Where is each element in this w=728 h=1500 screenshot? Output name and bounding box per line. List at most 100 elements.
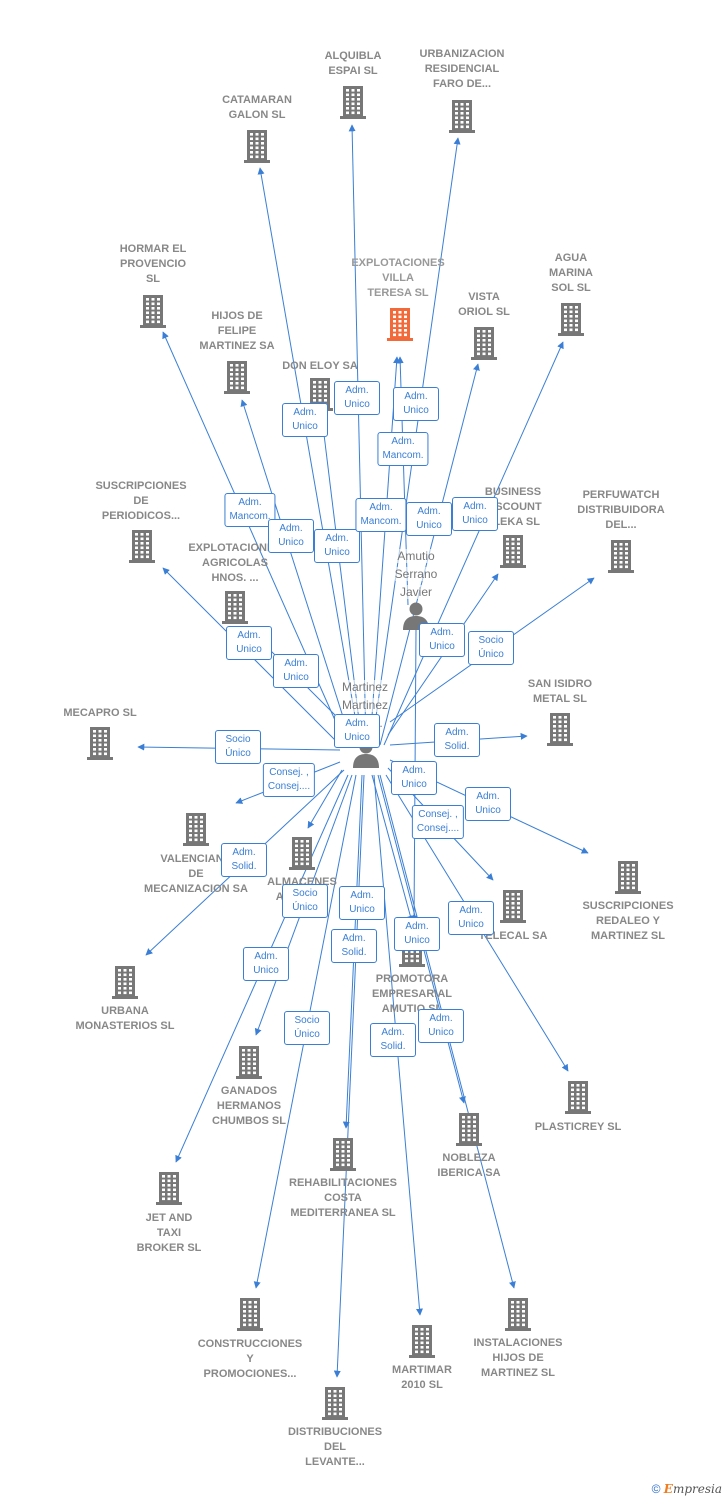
- company-node-suscripciones[interactable]: SUSCRIPCIONES DE PERIODICOS...: [71, 479, 211, 524]
- company-label[interactable]: SAN ISIDRO METAL SL: [527, 678, 593, 705]
- company-node-nobleza[interactable]: NOBLEZA IBERICA SA: [399, 1151, 539, 1181]
- company-label[interactable]: URBANIZACION RESIDENCIAL FARO DE...: [419, 48, 505, 90]
- company-label[interactable]: AGUA MARINA SOL SL: [549, 252, 593, 294]
- building-icon[interactable]: [407, 1323, 437, 1359]
- building-icon[interactable]: [222, 359, 252, 395]
- relation-badge[interactable]: Adm. Unico: [334, 381, 380, 415]
- building-icon[interactable]: [498, 533, 528, 569]
- building-icon[interactable]: [545, 711, 575, 747]
- relation-badge[interactable]: Consej. , Consej....: [411, 805, 465, 839]
- focus-company-node[interactable]: EXPLOTACIONES VILLA TERESA SL: [328, 256, 468, 301]
- building-icon[interactable]: [242, 128, 272, 164]
- company-label[interactable]: INSTALACIONES HIJOS DE MARTINEZ SL: [473, 1337, 563, 1379]
- company-label[interactable]: SUSCRIPCIONES REDALEO Y MARTINEZ SL: [582, 900, 674, 942]
- company-node-distribuciones[interactable]: DISTRIBUCIONES DEL LEVANTE...: [265, 1425, 405, 1470]
- company-label[interactable]: GANADOS HERMANOS CHUMBOS SL: [212, 1085, 286, 1127]
- focus-building-icon[interactable]: [385, 306, 415, 342]
- company-node-construcciones[interactable]: CONSTRUCCIONES Y PROMOCIONES...: [180, 1337, 320, 1382]
- building-icon[interactable]: [320, 1385, 350, 1421]
- relation-badge[interactable]: Adm. Solid.: [370, 1023, 416, 1057]
- building-icon[interactable]: [110, 964, 140, 1000]
- company-label[interactable]: JET AND TAXI BROKER SL: [136, 1212, 202, 1254]
- relation-badge[interactable]: Adm. Unico: [282, 403, 328, 437]
- company-label[interactable]: URBANA MONASTERIOS SL: [75, 1005, 175, 1032]
- company-node-jet[interactable]: JET AND TAXI BROKER SL: [99, 1211, 239, 1256]
- relation-badge[interactable]: Consej. , Consej....: [262, 763, 316, 797]
- company-node-redaleo[interactable]: SUSCRIPCIONES REDALEO Y MARTINEZ SL: [558, 899, 698, 944]
- company-node-rehabilitaciones[interactable]: REHABILITACIONES COSTA MEDITERRANEA SL: [273, 1176, 413, 1221]
- company-label[interactable]: SUSCRIPCIONES DE PERIODICOS...: [95, 480, 187, 522]
- company-node-valencian[interactable]: VALENCIANA DE MECANIZACION SA: [126, 852, 266, 897]
- company-label[interactable]: EXPLOTACIONES AGRICOLAS HNOS. ...: [188, 542, 282, 584]
- building-icon[interactable]: [220, 589, 250, 625]
- relation-badge[interactable]: Adm. Unico: [418, 1009, 464, 1043]
- company-node-ganados[interactable]: GANADOS HERMANOS CHUMBOS SL: [179, 1084, 319, 1129]
- company-label[interactable]: REHABILITACIONES COSTA MEDITERRANEA SL: [289, 1177, 397, 1219]
- company-label[interactable]: VISTA ORIOL SL: [458, 291, 510, 318]
- company-label[interactable]: MECAPRO SL: [63, 707, 137, 719]
- building-icon[interactable]: [469, 325, 499, 361]
- company-label[interactable]: PERFUWATCH DISTRIBUIDORA DEL...: [577, 489, 665, 531]
- company-node-plasticrey[interactable]: PLASTICREY SL: [508, 1120, 648, 1135]
- person-label[interactable]: Amutio Serrano Javier: [394, 549, 438, 599]
- company-label[interactable]: ALQUIBLA ESPAI SL: [324, 50, 382, 77]
- relation-badge[interactable]: Socio Único: [284, 1011, 330, 1045]
- relation-badge[interactable]: Adm. Unico: [448, 901, 494, 935]
- relation-badge[interactable]: Adm. Unico: [339, 886, 385, 920]
- relation-badge[interactable]: Adm. Unico: [393, 387, 439, 421]
- relation-badge[interactable]: Adm. Unico: [273, 654, 319, 688]
- company-node-vista[interactable]: VISTA ORIOL SL: [414, 290, 554, 320]
- building-icon[interactable]: [287, 835, 317, 871]
- focus-company-label[interactable]: EXPLOTACIONES VILLA TERESA SL: [351, 257, 445, 299]
- company-label[interactable]: HORMAR EL PROVENCIO SL: [119, 243, 187, 285]
- company-node-urbanizacion[interactable]: URBANIZACION RESIDENCIAL FARO DE...: [392, 47, 532, 92]
- empresia-credit[interactable]: © Empresia: [652, 1482, 722, 1496]
- relation-badge[interactable]: Adm. Mancom.: [355, 498, 407, 532]
- building-icon[interactable]: [447, 98, 477, 134]
- building-icon[interactable]: [234, 1044, 264, 1080]
- building-icon[interactable]: [127, 528, 157, 564]
- company-node-alquibla[interactable]: ALQUIBLA ESPAI SL: [283, 49, 423, 79]
- building-icon[interactable]: [138, 293, 168, 329]
- relation-badge[interactable]: Adm. Unico: [243, 947, 289, 981]
- building-icon[interactable]: [613, 859, 643, 895]
- building-icon[interactable]: [154, 1170, 184, 1206]
- building-icon[interactable]: [328, 1136, 358, 1172]
- company-node-agua[interactable]: AGUA MARINA SOL SL: [501, 251, 641, 296]
- company-node-perfuwatch[interactable]: PERFUWATCH DISTRIBUIDORA DEL...: [551, 488, 691, 533]
- company-node-mecapro[interactable]: MECAPRO SL: [30, 706, 170, 721]
- person-icon[interactable]: [401, 600, 431, 630]
- company-label[interactable]: VALENCIANA DE MECANIZACION SA: [144, 853, 248, 895]
- building-icon[interactable]: [338, 84, 368, 120]
- company-node-hijos[interactable]: HIJOS DE FELIPE MARTINEZ SA: [167, 309, 307, 354]
- relation-badge[interactable]: Adm. Unico: [268, 519, 314, 553]
- relation-badge[interactable]: Adm. Unico: [394, 917, 440, 951]
- company-label[interactable]: DISTRIBUCIONES DEL LEVANTE...: [287, 1426, 383, 1468]
- relation-badge[interactable]: Adm. Unico: [406, 502, 452, 536]
- building-icon[interactable]: [181, 811, 211, 847]
- company-label[interactable]: CATAMARAN GALON SL: [222, 94, 292, 121]
- building-icon[interactable]: [85, 725, 115, 761]
- relation-badge[interactable]: Adm. Unico: [391, 761, 437, 795]
- relation-badge[interactable]: Adm. Mancom.: [224, 493, 276, 527]
- relation-badge[interactable]: Socio Único: [215, 730, 261, 764]
- relation-badge[interactable]: Adm. Solid.: [331, 929, 377, 963]
- company-node-sanisidro[interactable]: SAN ISIDRO METAL SL: [490, 677, 630, 707]
- company-node-doneloy[interactable]: DON ELOY SA: [250, 359, 390, 374]
- relation-badge[interactable]: Adm. Unico: [314, 529, 360, 563]
- company-node-agricolas[interactable]: EXPLOTACIONES AGRICOLAS HNOS. ...: [165, 541, 305, 586]
- company-label[interactable]: MARTIMAR 2010 SL: [392, 1364, 452, 1391]
- relation-badge[interactable]: Socio Único: [468, 631, 514, 665]
- building-icon[interactable]: [563, 1079, 593, 1115]
- company-node-instalaciones[interactable]: INSTALACIONES HIJOS DE MARTINEZ SL: [448, 1336, 588, 1381]
- relation-badge[interactable]: Adm. Unico: [334, 714, 380, 748]
- company-node-martimar[interactable]: MARTIMAR 2010 SL: [352, 1363, 492, 1393]
- person-node-amutio[interactable]: Amutio Serrano Javier: [371, 547, 461, 601]
- relation-badge[interactable]: Socio Único: [282, 884, 328, 918]
- relation-badge[interactable]: Adm. Solid.: [434, 723, 480, 757]
- building-icon[interactable]: [556, 301, 586, 337]
- relation-badge[interactable]: Adm. Unico: [465, 787, 511, 821]
- relation-badge[interactable]: Adm. Mancom.: [377, 432, 429, 466]
- relation-badge[interactable]: Adm. Solid.: [221, 843, 267, 877]
- company-label[interactable]: PLASTICREY SL: [534, 1121, 622, 1133]
